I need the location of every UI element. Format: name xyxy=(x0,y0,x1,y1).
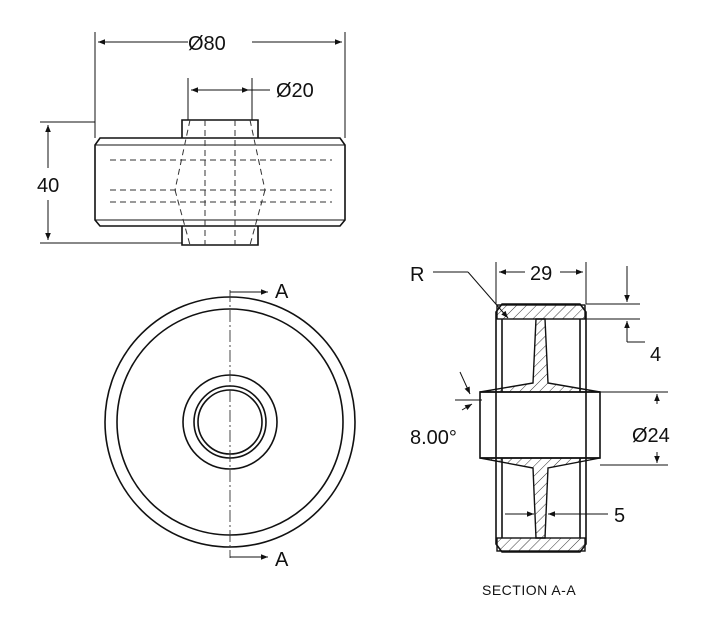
section-caption: SECTION A-A xyxy=(482,582,576,598)
taper-angle-label: 8.00° xyxy=(410,427,457,449)
section-view xyxy=(433,262,668,553)
top-view xyxy=(40,32,346,246)
section-mark-bottom: A xyxy=(275,549,289,571)
web-thickness-label: 5 xyxy=(614,505,625,527)
height-label: 40 xyxy=(37,175,59,197)
bore-diameter-label: Ø24 xyxy=(632,425,670,447)
flange-thickness-label: 4 xyxy=(650,344,661,366)
width-label: 29 xyxy=(530,263,552,285)
radius-label: R xyxy=(410,264,424,286)
hub-diameter-label: Ø20 xyxy=(276,80,314,102)
section-mark-top: A xyxy=(275,281,289,303)
outer-diameter-label: Ø80 xyxy=(188,33,226,55)
front-view xyxy=(104,289,356,560)
